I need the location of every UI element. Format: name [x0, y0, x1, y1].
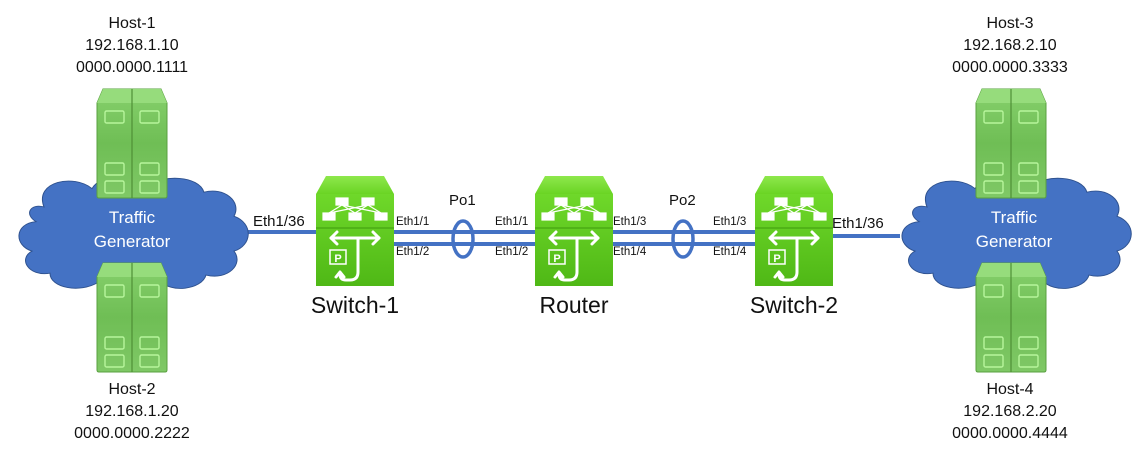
- host-4-ip: 192.168.2.20: [963, 403, 1057, 420]
- sw2-port-a-label: Eth1/3: [713, 216, 747, 228]
- sw1-port-a-label: Eth1/1: [396, 216, 430, 228]
- host-2-server-icon: [96, 262, 168, 373]
- po2-label: Po2: [669, 192, 696, 209]
- tg2-line1: Traffic: [990, 208, 1038, 227]
- host-1-name: Host-1: [108, 15, 156, 32]
- router-port-b-right-label: Eth1/4: [613, 246, 647, 258]
- host-3-mac: 0000.0000.3333: [952, 59, 1068, 76]
- sw1-uplink-port-label: Eth1/36: [253, 213, 305, 230]
- traffic-generator-2-label: Traffic Generator: [934, 206, 1094, 254]
- router-port-a-right-label: Eth1/3: [613, 216, 647, 228]
- router-port-b-left-label: Eth1/2: [495, 246, 529, 258]
- host-4-label: Host-4 192.168.2.20 0000.0000.4444: [910, 379, 1110, 445]
- switch-1-icon: [314, 174, 396, 288]
- host-3-label: Host-3 192.168.2.10 0000.0000.3333: [910, 13, 1110, 79]
- po1-ring: [451, 219, 475, 259]
- host-4-mac: 0000.0000.4444: [952, 425, 1068, 442]
- host-4-name: Host-4: [986, 381, 1034, 398]
- router-label: Router: [539, 292, 609, 318]
- host-4-server-icon: [975, 262, 1047, 373]
- tg2-line2: Generator: [975, 232, 1053, 251]
- host-3-ip: 192.168.2.10: [963, 37, 1057, 54]
- host-1-server-icon: [96, 88, 168, 199]
- switch-2-icon: [753, 174, 835, 288]
- host-3-name: Host-3: [986, 15, 1034, 32]
- host-1-ip: 192.168.1.10: [85, 37, 179, 54]
- router-port-a-left-label: Eth1/1: [495, 216, 529, 228]
- host-2-name: Host-2: [108, 381, 156, 398]
- sw2-uplink-port-label: Eth1/36: [832, 215, 884, 232]
- sw2-port-b-label: Eth1/4: [713, 246, 747, 258]
- host-1-mac: 0000.0000.1111: [75, 59, 189, 76]
- host-2-mac: 0000.0000.2222: [74, 425, 190, 442]
- traffic-generator-1-label: Traffic Generator: [52, 206, 212, 254]
- switch-1-label: Switch-1: [310, 292, 400, 318]
- host-1-label: Host-1 192.168.1.10 0000.0000.1111: [32, 13, 232, 79]
- switch-2-label: Switch-2: [749, 292, 839, 318]
- host-3-server-icon: [975, 88, 1047, 199]
- host-2-ip: 192.168.1.20: [85, 403, 179, 420]
- tg1-line1: Traffic: [108, 208, 156, 227]
- router-icon: [533, 174, 615, 288]
- po2-ring: [671, 219, 695, 259]
- host-2-label: Host-2 192.168.1.20 0000.0000.2222: [32, 379, 232, 445]
- po1-label: Po1: [449, 192, 476, 209]
- links: [240, 230, 900, 246]
- tg1-line2: Generator: [93, 232, 171, 251]
- sw1-port-b-label: Eth1/2: [396, 246, 430, 258]
